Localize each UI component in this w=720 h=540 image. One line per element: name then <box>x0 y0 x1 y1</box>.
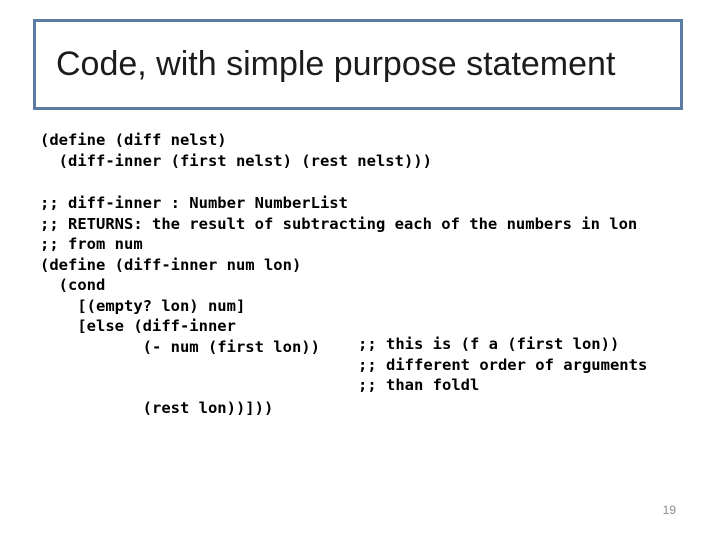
page-number: 19 <box>662 503 676 517</box>
title-box: Code, with simple purpose statement <box>33 19 683 110</box>
code-block-define-diff: (define (diff nelst) (diff-inner (first … <box>40 131 432 170</box>
code-side-comment: ;; this is (f a (first lon)) ;; differen… <box>358 335 648 394</box>
page-title: Code, with simple purpose statement <box>56 44 616 83</box>
code-block-define-diff-inner: ;; diff-inner : Number NumberList ;; RET… <box>40 194 638 417</box>
